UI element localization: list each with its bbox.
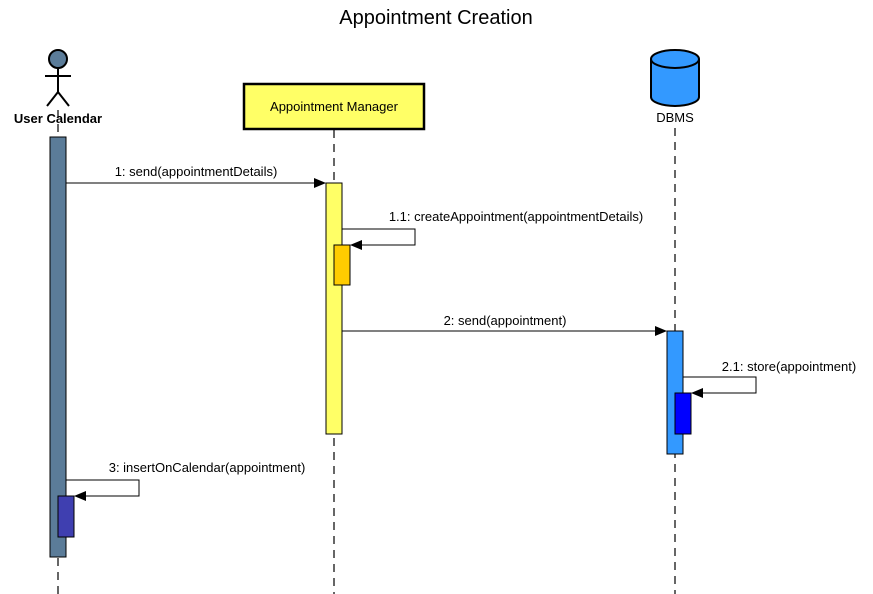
activation-appointment-manager-self — [333, 244, 351, 286]
message-arrow-2-1 — [683, 376, 757, 398]
message-2-1: 2.1: store(appointment) — [683, 359, 856, 398]
participant-label-user-calendar: User Calendar — [14, 111, 102, 126]
message-arrow-1-1 — [342, 228, 416, 250]
message-arrow-3 — [66, 479, 140, 501]
message-label-1: 1: send(appointmentDetails) — [115, 164, 278, 179]
message-3: 3: insertOnCalendar(appointment) — [66, 460, 306, 501]
participant-user-calendar: User Calendar — [14, 49, 102, 126]
participant-appointment-manager: Appointment Manager — [242, 82, 426, 131]
participant-box-appointment-manager — [242, 82, 426, 131]
activation-user-calendar — [49, 136, 67, 558]
message-label-2: 2: send(appointment) — [444, 313, 567, 328]
participant-label-appointment-manager: Appointment Manager — [270, 99, 399, 114]
participant-dbms: DBMS — [650, 49, 700, 125]
activation-dbms-self — [674, 392, 692, 435]
activation-appointment-manager — [325, 182, 343, 435]
message-1-1: 1.1: createAppointment(appointmentDetail… — [342, 209, 643, 250]
diagram-title: Appointment Creation — [339, 7, 532, 29]
message-label-3: 3: insertOnCalendar(appointment) — [109, 460, 306, 475]
activation-user-calendar-self — [57, 495, 75, 538]
message-label-2-1: 2.1: store(appointment) — [722, 359, 856, 374]
message-1: 1: send(appointmentDetails) — [66, 164, 326, 188]
actor-icon — [45, 49, 71, 107]
message-label-1-1: 1.1: createAppointment(appointmentDetail… — [389, 209, 643, 224]
message-2: 2: send(appointment) — [342, 313, 667, 336]
database-icon — [650, 49, 700, 107]
participant-label-dbms: DBMS — [656, 110, 694, 125]
